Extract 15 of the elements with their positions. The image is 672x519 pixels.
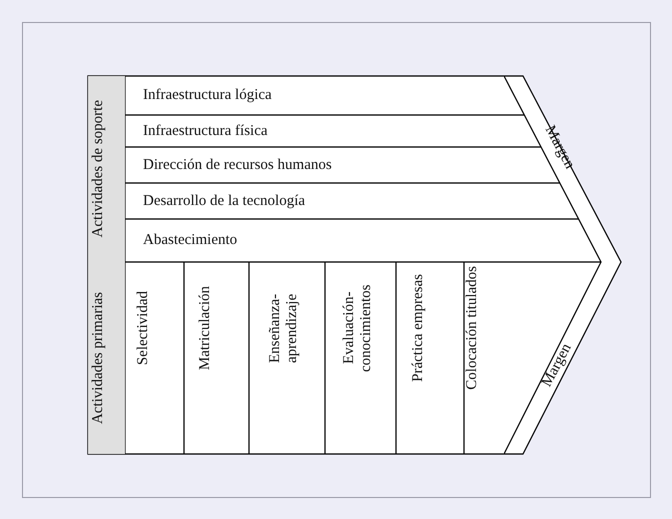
activity-label: Infraestructura lógica	[143, 87, 272, 104]
activity-label: Dirección de recursos humanos	[143, 156, 332, 174]
section-header	[88, 262, 125, 454]
activity-label: Desarrollo de la tecnología	[143, 192, 306, 210]
header-label: Actividades de soporte	[90, 100, 106, 238]
activity-label: Matriculación	[196, 286, 214, 370]
header-label: Actividades primarias	[90, 292, 106, 424]
activity-label: Práctica empresas	[410, 274, 427, 382]
activity-label: Infraestructura física	[143, 122, 268, 140]
activity-label: Selectividad	[134, 290, 152, 366]
activity-label: Abastecimiento	[143, 232, 238, 249]
activity-label: Evaluación- conocimientos	[340, 283, 374, 374]
activity-label: Colocación titulados	[464, 266, 481, 390]
section-header	[88, 76, 125, 262]
activity-label: Enseñanza- aprendizaje	[267, 292, 301, 365]
